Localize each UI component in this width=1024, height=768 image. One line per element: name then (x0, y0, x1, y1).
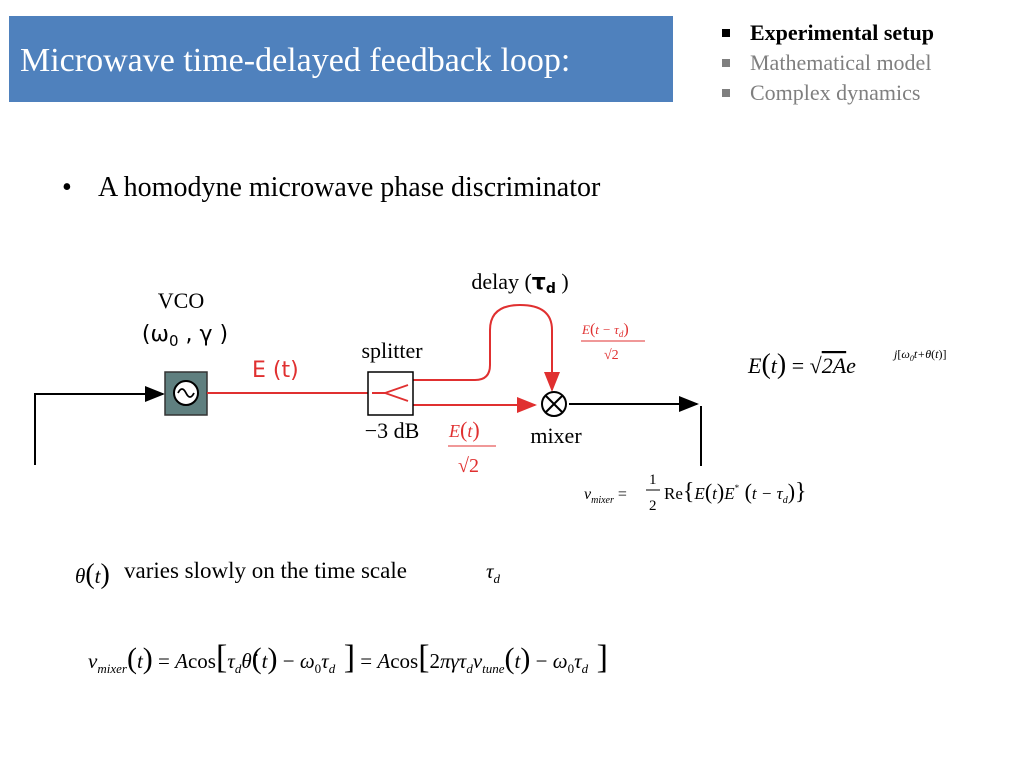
field-equation: E(t) = √2Ae j[ω0t+θ(t)] (747, 347, 947, 380)
mixer-label: mixer (530, 423, 582, 448)
delay-label: delay (τd ) (471, 269, 568, 297)
section-outline: Experimental setup Mathematical model Co… (718, 18, 934, 108)
svg-text:θ(t): θ(t) (75, 559, 110, 590)
theta-note-text: varies slowly on the time scale (124, 558, 407, 583)
main-bullet: • A homodyne microwave phase discriminato… (62, 172, 600, 204)
outline-item-label: Experimental setup (750, 20, 934, 45)
svg-text:E(t) = √2Ae: E(t) = √2Ae (747, 349, 856, 380)
svg-text:vmixer =: vmixer = (584, 486, 627, 506)
svg-text:√2: √2 (604, 348, 619, 363)
slide-title: Microwave time-delayed feedback loop: (20, 42, 571, 79)
signal-label: E (t) (252, 358, 299, 383)
svg-text:1: 1 (649, 472, 657, 488)
theta-note: θ(t) varies slowly on the time scale τd (75, 558, 501, 590)
square-bullet-icon (722, 29, 730, 37)
upper-branch-fraction: E(t − τd) √2 (581, 321, 645, 363)
svg-text:j[ω0t+θ(t)]: j[ω0t+θ(t)] (892, 347, 947, 363)
bullet-dot: • (62, 172, 72, 203)
splitter-label: splitter (361, 338, 423, 363)
outline-item-complex-dynamics: Complex dynamics (718, 78, 934, 108)
delay-line (384, 303, 560, 392)
svg-text:τd: τd (486, 559, 501, 586)
svg-text:Re{E(t)E* (t − τd)}: Re{E(t)E* (t − τd)} (664, 479, 807, 506)
svg-text:E(t): E(t) (448, 417, 480, 442)
outline-item-label: Complex dynamics (750, 80, 921, 105)
vco-label: VCO (158, 288, 204, 313)
sine-wave-icon (177, 388, 195, 398)
feedback-wire (34, 386, 165, 465)
title-banner (9, 16, 673, 102)
svg-text:E(t − τd): E(t − τd) (581, 321, 629, 339)
mixer-equation: vmixer = 1 2 Re{E(t)E* (t − τd)} (584, 472, 807, 514)
svg-text:2: 2 (649, 498, 657, 514)
square-bullet-icon (722, 59, 730, 67)
vco-params-label: (ω0 , γ ) (142, 322, 228, 350)
svg-text:√2: √2 (458, 455, 479, 477)
outline-item-label: Mathematical model (750, 50, 932, 75)
outline-item-experimental-setup: Experimental setup (718, 18, 934, 48)
square-bullet-icon (722, 89, 730, 97)
main-bullet-text: A homodyne microwave phase discriminator (98, 172, 601, 203)
lower-branch-fraction: E(t) √2 (448, 417, 496, 477)
final-equation: vmixer(t) = Acos[τdθ̇(t) − ω0τd ] = Acos… (88, 639, 608, 676)
splitter-atten-label: −3 dB (365, 418, 420, 443)
svg-text:vmixer(t) = Acos[τdθ̇(t) − ω0τ: vmixer(t) = Acos[τdθ̇(t) − ω0τd ] = Acos… (88, 639, 608, 676)
outline-item-mathematical-model: Mathematical model (718, 48, 934, 78)
